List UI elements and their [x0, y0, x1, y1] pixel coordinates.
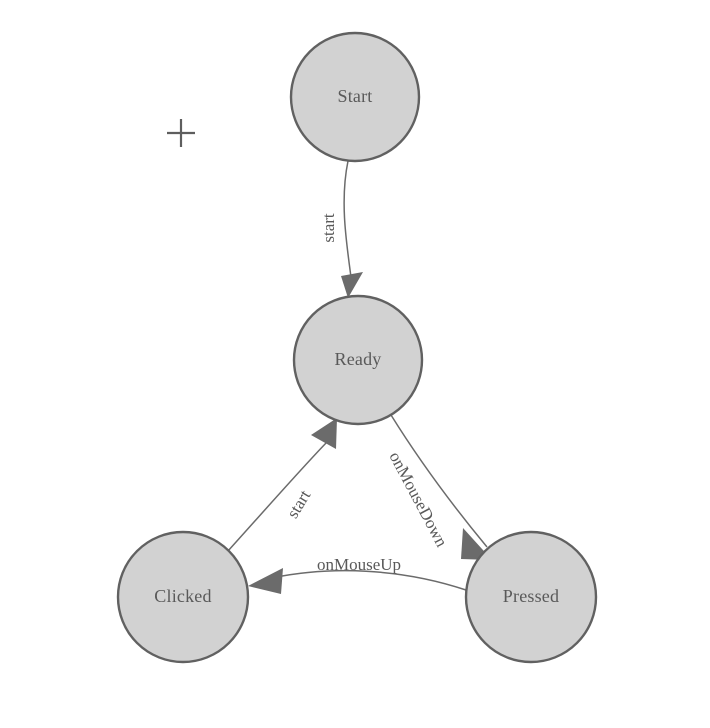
- node-ready[interactable]: Ready: [292, 294, 424, 426]
- edge-pressed-to-clicked[interactable]: onMouseUp: [248, 555, 467, 594]
- edge-line-clicked-to-ready: [227, 441, 328, 552]
- node-ready-circle[interactable]: [292, 294, 424, 426]
- edge-label-clicked-to-ready: start: [283, 487, 315, 522]
- node-pressed[interactable]: Pressed: [464, 530, 598, 664]
- arrowhead-into-ready-top: [341, 272, 363, 298]
- edge-line-pressed-to-clicked: [271, 569, 467, 591]
- edge-label-ready-to-pressed: onMouseDown: [385, 449, 451, 551]
- node-start[interactable]: Start: [289, 31, 421, 163]
- edge-label-start-to-ready: start: [319, 213, 338, 243]
- node-pressed-label: Pressed: [503, 586, 559, 606]
- arrowhead-into-clicked: [248, 568, 283, 594]
- node-clicked-circle[interactable]: [116, 530, 250, 664]
- node-start-label: Start: [338, 86, 373, 106]
- edge-line-ready-to-pressed: [390, 414, 488, 548]
- edge-start-to-ready[interactable]: start: [319, 160, 363, 298]
- arrowhead-into-ready-bottom: [311, 418, 337, 449]
- node-pressed-circle[interactable]: [464, 530, 598, 664]
- edge-ready-to-pressed[interactable]: onMouseDown: [385, 414, 492, 560]
- node-clicked-label: Clicked: [154, 586, 211, 606]
- node-clicked[interactable]: Clicked: [116, 530, 250, 664]
- edge-clicked-to-ready[interactable]: start: [227, 418, 337, 552]
- plus-crosshair-icon[interactable]: [167, 119, 195, 147]
- node-ready-label: Ready: [335, 349, 382, 369]
- edge-label-pressed-to-clicked: onMouseUp: [317, 555, 401, 574]
- node-start-circle[interactable]: [289, 31, 421, 163]
- edge-line-start-to-ready: [343, 160, 352, 278]
